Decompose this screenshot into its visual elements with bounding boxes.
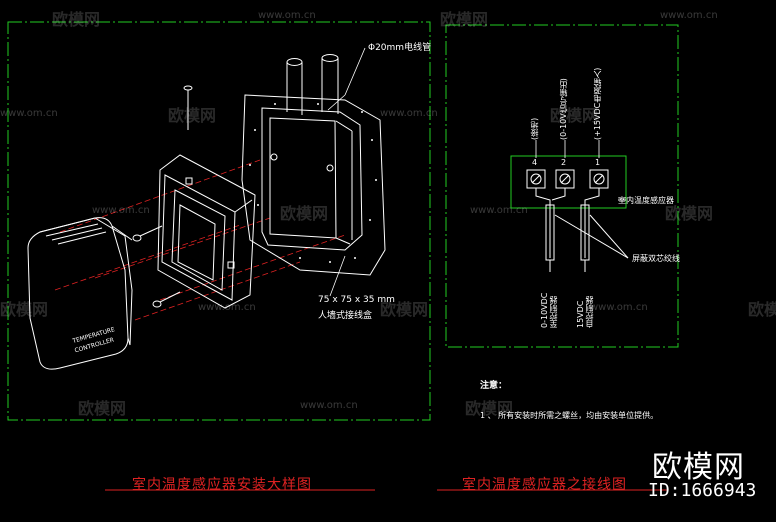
watermark-brand: 欧模网 (440, 10, 489, 29)
watermark-brand: 欧模网 (78, 399, 127, 418)
left-title: 室内温度感应器安装大样图 (132, 477, 312, 493)
watermark-url: www.om.cn (590, 302, 648, 313)
wall-box (241, 54, 386, 276)
watermark-brand: 欧模网 (748, 300, 776, 319)
projection-lines (54, 159, 346, 321)
bottom-label-signal: 0-10VDC 至控制器 (540, 292, 558, 328)
vlabel-power: (+15VDC电源输入) (593, 67, 602, 140)
wall-hatch (249, 103, 377, 263)
terminal-1: 1 (595, 158, 601, 167)
right-title: 室内温度感应器之接线图 (462, 477, 627, 493)
right-frame (445, 24, 679, 348)
watermark-brand: 欧模网 (665, 204, 714, 223)
controller-device (27, 217, 133, 370)
notes-heading: 注意： (480, 381, 508, 391)
conduit-label: Φ20mm电线管 (368, 43, 432, 53)
box-name-label: 人墙式接线盒 (318, 311, 373, 321)
watermark-brand: 欧模网 (280, 204, 329, 223)
watermark-url: www.om.cn (660, 10, 718, 21)
notes-item-1: 1 、 所有安装时所需之螺丝，均由安装单位提供。 (480, 411, 659, 420)
watermark-brand: 欧模网 (168, 106, 217, 125)
watermark-url: www.om.cn (300, 400, 358, 411)
bracket (157, 154, 256, 309)
watermark-url: www.om.cn (92, 205, 150, 216)
watermark-brand: 欧模网 (380, 300, 429, 319)
watermark-url: www.om.cn (258, 10, 316, 21)
wiring-diagram (510, 140, 629, 272)
watermark-brand: 欧模网 (52, 10, 101, 29)
left-frame (7, 21, 431, 421)
sensor-box (510, 155, 627, 209)
watermark-brand: 欧模网 (0, 300, 49, 319)
leaders (327, 47, 366, 297)
watermark-url: www.om.cn (198, 302, 256, 313)
cable-label: 屏蔽双芯绞线 (632, 254, 680, 263)
screws (132, 85, 193, 308)
brand-logo: 欧模网 (652, 450, 745, 485)
brand-id: ID:1666943 (648, 480, 757, 501)
sensor-label: 室内温度感应器 (618, 196, 674, 205)
vlabel-ground: (接地) (530, 117, 539, 140)
terminal-4: 4 (532, 158, 538, 167)
box-size-label: 75 x 75 x 35 mm (318, 295, 395, 305)
watermark-brand: 欧模网 (550, 106, 599, 125)
watermark-url: www.om.cn (470, 205, 528, 216)
terminal-2: 2 (561, 158, 567, 167)
watermark-url: www.om.cn (0, 108, 58, 119)
watermark-brand: 欧模网 (465, 399, 514, 418)
watermark-url: www.om.cn (380, 108, 438, 119)
